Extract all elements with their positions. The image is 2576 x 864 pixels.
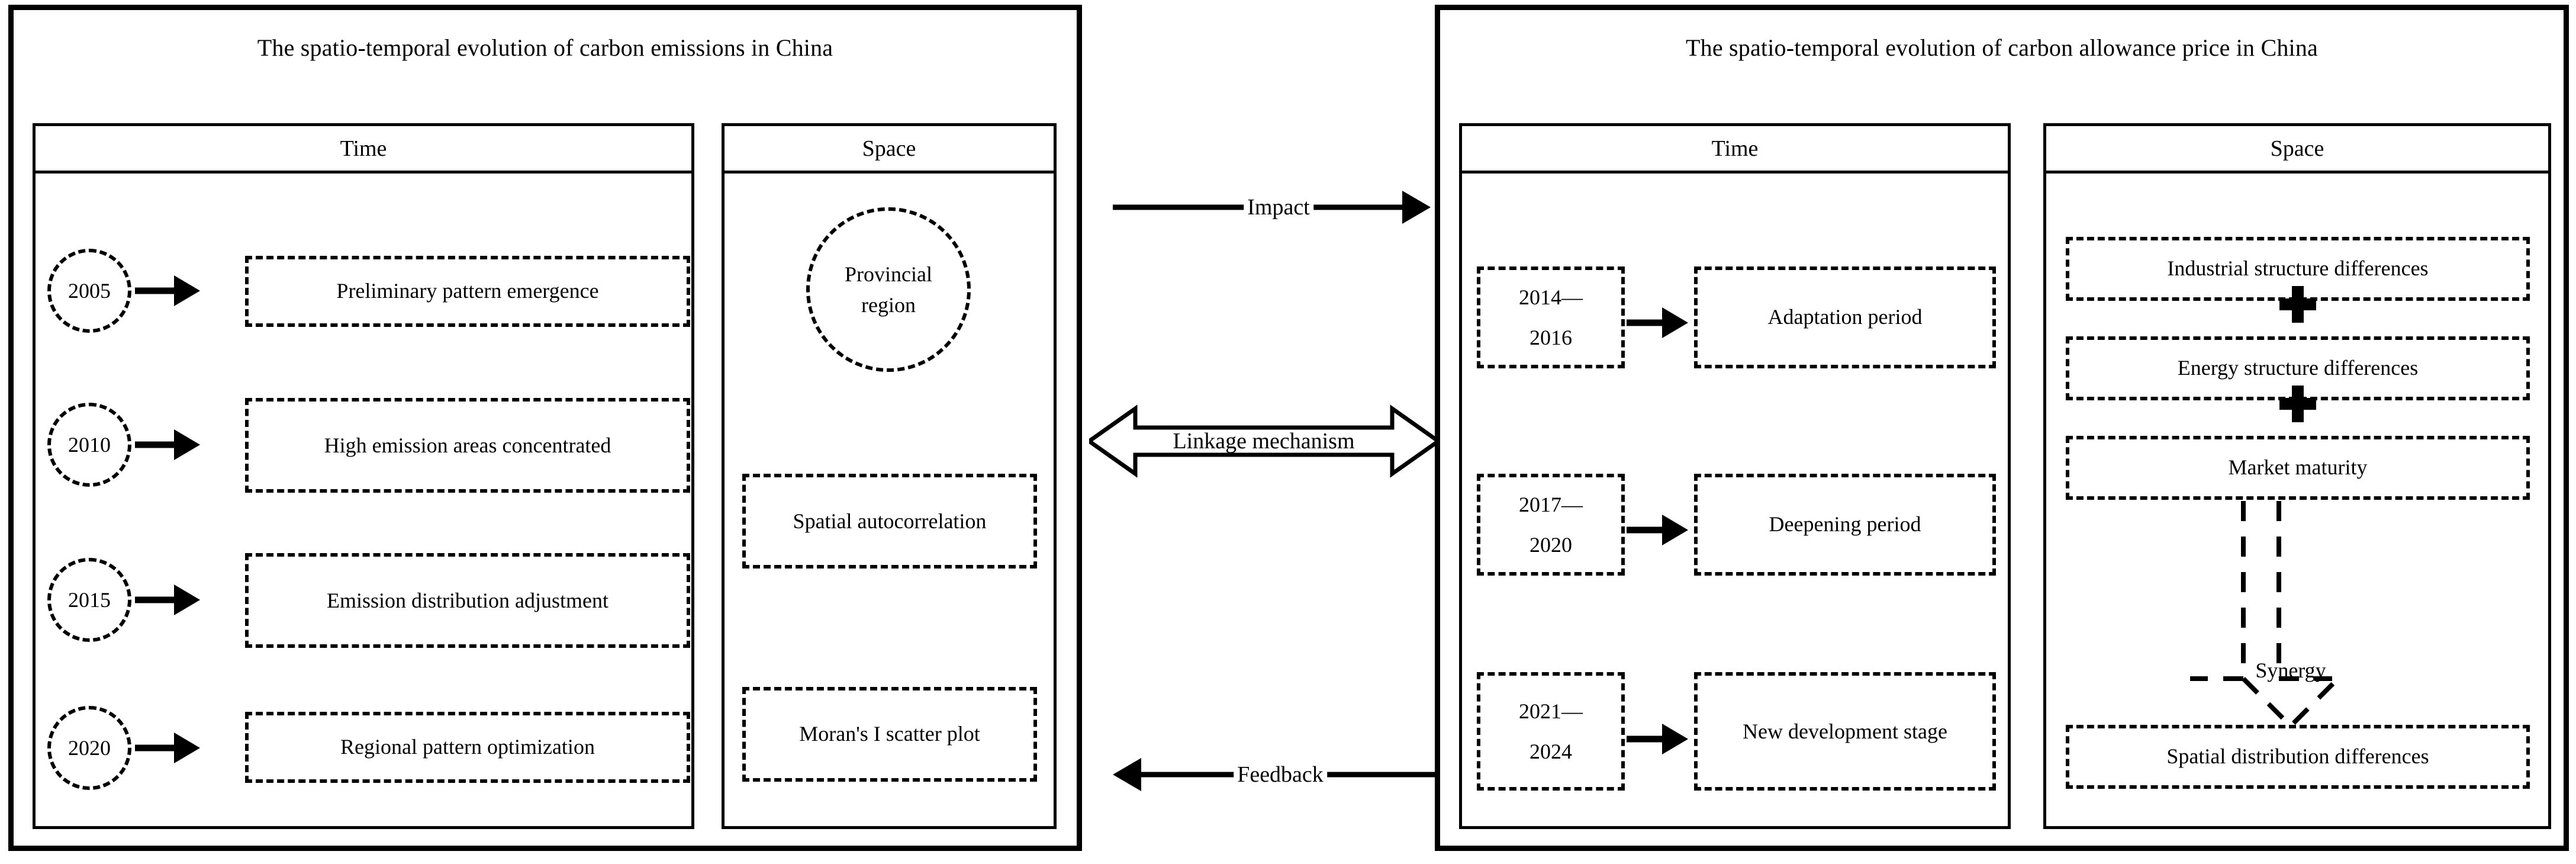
- right-time-label-2: Deepening period: [1694, 474, 1996, 576]
- double-arrow-icon: [1089, 404, 1438, 478]
- left-space-box-1: Spatial autocorrelation: [742, 474, 1037, 568]
- left-time-label-2: High emission areas concentrated: [245, 398, 690, 493]
- right-time-header: Time: [1462, 126, 2008, 174]
- connector-linkage: Linkage mechanism: [1089, 403, 1438, 480]
- right-space-box-market: Market maturity: [2066, 436, 2530, 500]
- synergy-label: Synergy: [2255, 659, 2326, 682]
- connector-feedback-label: Feedback: [1234, 762, 1327, 788]
- converging-dashed-arrow-icon: [2190, 501, 2340, 730]
- right-time-year-2017-2020: 2017— 2020: [1477, 474, 1625, 576]
- left-panel-title: The spatio-temporal evolution of carbon …: [257, 34, 833, 61]
- right-time-year-2014-2016: 2014— 2016: [1477, 266, 1625, 368]
- plus-operator-2: [2279, 386, 2316, 422]
- left-space-header: Space: [724, 126, 1054, 174]
- left-time-label-4: Regional pattern optimization: [245, 712, 690, 783]
- left-time-year-2015: 2015: [47, 558, 131, 642]
- left-space-provincial-region: Provincial region: [806, 207, 971, 372]
- connector-linkage-label: Linkage mechanism: [1173, 429, 1355, 454]
- right-time-label-1: Adaptation period: [1694, 266, 1996, 368]
- plus-operator-1: [2279, 286, 2316, 323]
- connector-impact: Impact: [1113, 189, 1432, 225]
- right-panel-title: The spatio-temporal evolution of carbon …: [1686, 34, 2318, 61]
- connector-feedback: Feedback: [1113, 757, 1435, 792]
- right-time-year-2021-2024: 2021— 2024: [1477, 672, 1625, 791]
- right-space-header: Space: [2046, 126, 2548, 174]
- left-time-label-1: Preliminary pattern emergence: [245, 256, 690, 327]
- right-space-box-spatial: Spatial distribution differences: [2066, 725, 2530, 789]
- left-time-year-2010: 2010: [47, 403, 131, 487]
- right-space-box-energy: Energy structure differences: [2066, 336, 2530, 400]
- right-time-label-3: New development stage: [1694, 672, 1996, 791]
- left-time-year-2020: 2020: [47, 706, 131, 790]
- synergy-arrow: Synergy: [2190, 501, 2391, 732]
- left-time-label-3: Emission distribution adjustment: [245, 553, 690, 648]
- left-time-header: Time: [36, 126, 691, 174]
- left-time-year-2005: 2005: [47, 249, 131, 333]
- left-space-box-2: Moran's I scatter plot: [742, 687, 1037, 782]
- connector-impact-label: Impact: [1244, 194, 1313, 220]
